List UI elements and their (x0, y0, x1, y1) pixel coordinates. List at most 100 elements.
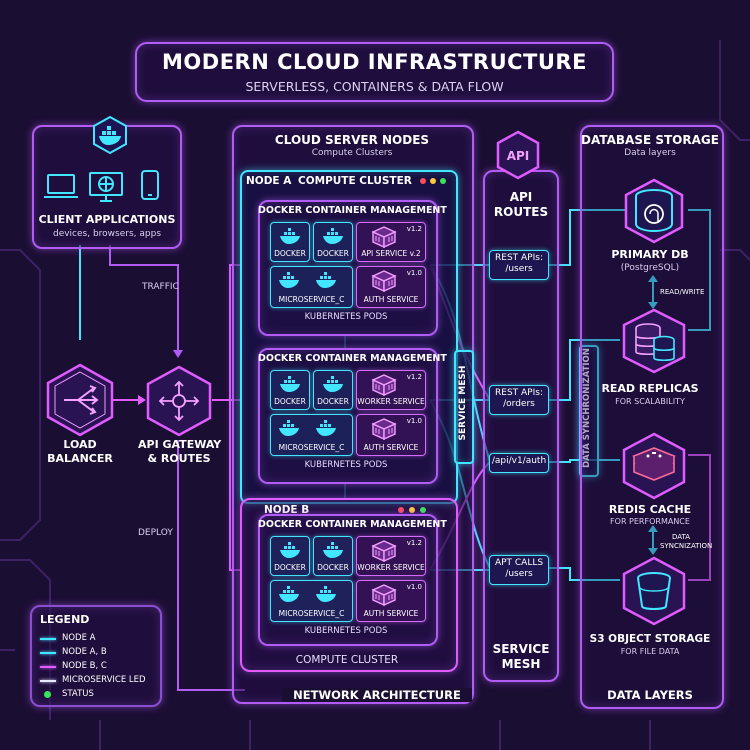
s3-bucket-icon[interactable] (620, 556, 688, 626)
service-mesh-footer-2: MESH (501, 657, 541, 671)
route-apt-calls[interactable]: APT CALLS /users (489, 555, 549, 585)
service-tile-top[interactable]: v1.2 WORKER SERVICE (356, 536, 426, 576)
service-bottom-label: AUTH SERVICE (363, 295, 419, 304)
legend-swatch (40, 680, 56, 682)
container-box-icon (371, 540, 397, 562)
service-mesh-vertical-label: SERVICE MESH (458, 365, 468, 441)
kubernetes-pods-label: KUBERNETES PODS (304, 626, 388, 636)
microservice-tile[interactable]: MICROSERVICE_C (270, 414, 353, 456)
legend-label: NODE A, B (62, 647, 107, 657)
legend-item: MICROSERVICE LED (40, 675, 155, 687)
main-title: MODERN CLOUD INFRASTRUCTURE (162, 50, 587, 74)
legend-panel: LEGEND NODE A NODE A, B NODE B, C MICROS… (30, 605, 162, 707)
docker-tile[interactable]: DOCKER (313, 222, 353, 262)
microservice-tile[interactable]: MICROSERVICE_C (270, 580, 353, 622)
route-users[interactable]: REST APIs: /users (489, 250, 549, 280)
container-box-icon (371, 270, 397, 292)
postgresql-icon[interactable] (622, 178, 686, 244)
api-badge-icon: API (496, 130, 540, 180)
status-dot (44, 691, 51, 698)
api-gateway-icon[interactable] (144, 364, 214, 438)
docker-group-title: DOCKER CONTAINER MANAGEMENT (258, 519, 447, 530)
route-auth-line1: /api/v1/auth (491, 456, 547, 466)
docker-whale-icon (279, 586, 336, 602)
deploy-label: DEPLOY (138, 528, 173, 538)
service-top-label: WORKER SERVICE (357, 397, 425, 406)
status-dot-red (420, 178, 426, 184)
legend-title: LEGEND (40, 613, 90, 626)
redis-cache-name: REDIS CACHE (608, 503, 692, 516)
data-sync-small-1: DATA (672, 533, 691, 541)
service-tile-bottom[interactable]: v1.0 AUTH SERVICE (356, 266, 426, 308)
docker-tile[interactable]: DOCKER (270, 222, 310, 262)
load-balancer-label-1: LOAD (63, 438, 97, 451)
kubernetes-pods-label: KUBERNETES PODS (304, 312, 388, 322)
load-balancer-label-2: BALANCER (47, 452, 113, 465)
route-users-line1: REST APIs: (495, 253, 543, 263)
service-bottom-label: AUTH SERVICE (363, 609, 419, 618)
database-storage-subtitle: Data layers (624, 148, 676, 158)
docker-whale-icon (279, 420, 336, 436)
api-routes-title-2: ROUTES (493, 205, 549, 219)
redis-cache-icon[interactable] (620, 432, 688, 500)
microservice-label: MICROSERVICE_C (278, 443, 345, 452)
route-auth[interactable]: /api/v1/auth (489, 453, 549, 473)
container-box-icon (371, 584, 397, 606)
data-layers-footer: DATA LAYERS (607, 688, 693, 702)
version-label: v1.0 (406, 269, 422, 277)
route-orders[interactable]: REST APIs: /orders (489, 385, 549, 415)
service-tile-top[interactable]: v1.2 WORKER SERVICE (356, 370, 426, 410)
read-replicas-icon[interactable] (620, 308, 688, 374)
version-label: v1.2 (406, 539, 422, 547)
route-apt-calls-line2: /users (505, 569, 533, 579)
service-mesh-vertical (454, 350, 474, 464)
legend-item: NODE A (40, 633, 155, 645)
service-tile-bottom[interactable]: v1.0 AUTH SERVICE (356, 580, 426, 622)
client-applications-subtitle: devices, browsers, apps (52, 229, 162, 239)
docker-whale-icon (280, 228, 300, 244)
api-badge-text: API (507, 149, 530, 163)
docker-whale-icon (323, 228, 343, 244)
read-write-label: READ/WRITE (660, 288, 705, 296)
node-a-cluster-label: COMPUTE CLUSTER (298, 175, 412, 187)
docker-whale-icon (280, 376, 300, 392)
s3-storage-sub: FOR FILE DATA (620, 647, 680, 656)
node-b-label: NODE B (264, 504, 310, 516)
service-tile-bottom[interactable]: v1.0 AUTH SERVICE (356, 414, 426, 456)
load-balancer-icon[interactable] (44, 362, 116, 438)
cloud-server-nodes-title: CLOUD SERVER NODES (274, 133, 430, 147)
container-box-icon (371, 418, 397, 440)
route-orders-line1: REST APIs: (495, 388, 543, 398)
s3-storage-name: S3 OBJECT STORAGE (589, 633, 711, 645)
version-label: v1.2 (406, 373, 422, 381)
docker-tile[interactable]: DOCKER (270, 536, 310, 576)
docker-tile[interactable]: DOCKER (313, 370, 353, 410)
api-routes-title-1: API (509, 190, 533, 204)
api-gateway-label-1: API GATEWAY (138, 438, 222, 451)
container-box-icon (371, 226, 397, 248)
microservice-tile[interactable]: MICROSERVICE_C (270, 266, 353, 308)
docker-tile[interactable]: DOCKER (270, 370, 310, 410)
docker-tile[interactable]: DOCKER (313, 536, 353, 576)
version-label: v1.0 (406, 583, 422, 591)
docker-whale-icon (280, 542, 300, 558)
kubernetes-pods-label: KUBERNETES PODS (304, 460, 388, 470)
version-label: v1.2 (406, 225, 422, 233)
service-top-label: WORKER SERVICE (357, 563, 425, 572)
title-banner: MODERN CLOUD INFRASTRUCTURE SERVERLESS, … (135, 42, 614, 102)
legend-swatch (40, 638, 56, 640)
docker-tile-label: DOCKER (317, 397, 349, 406)
docker-whale-icon (323, 542, 343, 558)
microservice-label: MICROSERVICE_C (278, 295, 345, 304)
client-applications-panel: CLIENT APPLICATIONS devices, browsers, a… (32, 115, 182, 249)
legend-swatch (40, 652, 56, 654)
docker-tile-label: DOCKER (317, 563, 349, 572)
docker-whale-icon (93, 115, 127, 155)
service-tile-top[interactable]: v1.2 API SERVICE v.2 (356, 222, 426, 262)
route-apt-calls-line1: APT CALLS (494, 558, 544, 568)
primary-db-sub: (PostgreSQL) (620, 263, 680, 273)
docker-tile-label: DOCKER (317, 249, 349, 258)
database-storage-title: DATABASE STORAGE (581, 133, 719, 147)
docker-whale-icon (323, 376, 343, 392)
legend-label: NODE B, C (62, 661, 107, 671)
